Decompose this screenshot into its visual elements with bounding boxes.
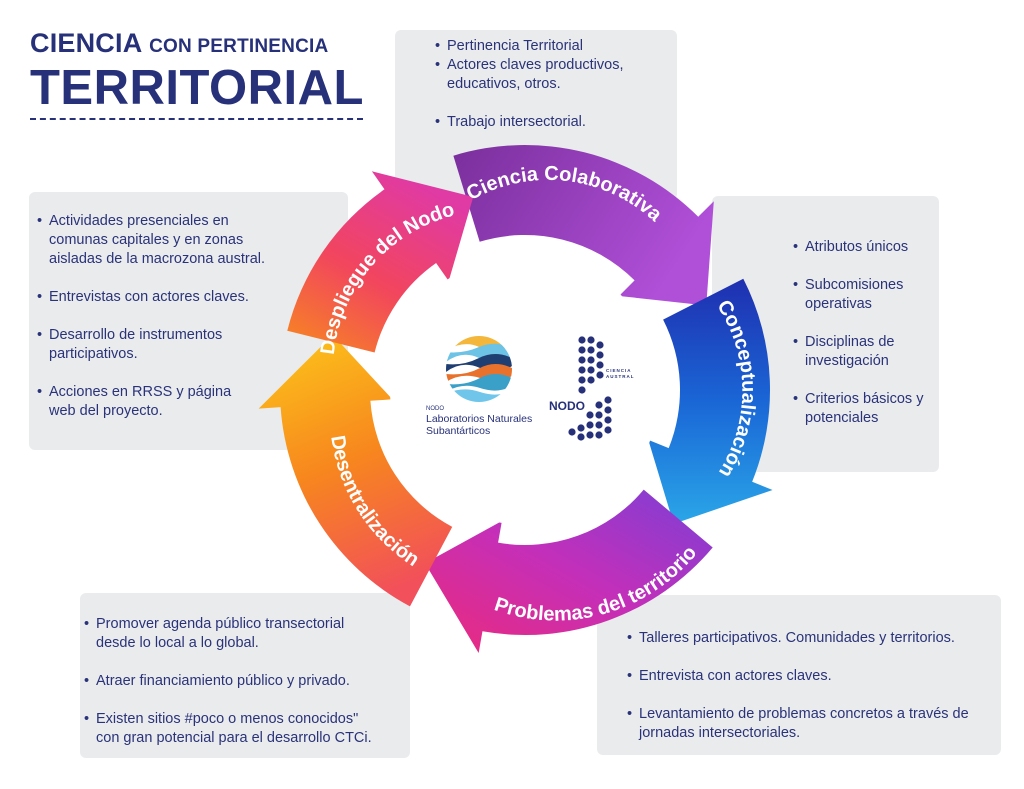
box-left-item: Entrevistas con actores claves. xyxy=(37,288,272,307)
logo-dot xyxy=(578,336,586,344)
logo-dot xyxy=(595,401,603,409)
logo-dot xyxy=(578,386,586,394)
box-bl-item: Existen sitios #poco o menos conocidos" … xyxy=(84,710,384,748)
logo-dot xyxy=(578,346,586,354)
title-ciencia: CIENCIA xyxy=(30,28,142,58)
title-line-1: CIENCIA CON PERTINENCIA xyxy=(30,28,370,62)
logo-dot xyxy=(586,421,594,429)
logo-dot xyxy=(586,411,594,419)
logo-dot xyxy=(578,366,586,374)
info-box-bottom-right: Talleres participativos. Comunidades y t… xyxy=(597,595,1001,755)
logo-dot xyxy=(596,371,604,379)
logo-dot xyxy=(578,376,586,384)
arrow-problemas-del-territorio xyxy=(425,489,713,653)
arrow-conceptualizacion xyxy=(648,278,773,524)
logo-dot xyxy=(578,356,586,364)
logo-lab-line1: Laboratorios Naturales xyxy=(426,413,532,425)
logo-nodo-small: NODO xyxy=(426,406,444,412)
logo-dot xyxy=(568,428,576,436)
logo-ciencia: CIENCIA xyxy=(606,368,632,373)
box-left-item: Desarrollo de instrumentos participativo… xyxy=(37,326,249,364)
box-br-item: Entrevista con actores claves. xyxy=(627,667,992,686)
logo-dot xyxy=(587,366,595,374)
logo-dot xyxy=(595,431,603,439)
logo-nodo-word: NODO xyxy=(549,399,585,413)
box-bl-item: Promover agenda público transectorial de… xyxy=(84,615,384,653)
box-right-item: Atributos únicos xyxy=(793,238,928,257)
logo-austral: AUSTRAL xyxy=(606,374,635,379)
logo-dot xyxy=(577,424,585,432)
logo-dot xyxy=(587,356,595,364)
logo-dot xyxy=(596,361,604,369)
logo-dot xyxy=(604,426,612,434)
logo-dot xyxy=(595,411,603,419)
arrow-desentralizacion xyxy=(258,334,453,607)
title-dashed-rule xyxy=(30,118,363,120)
box-br-item: Levantamiento de problemas concretos a t… xyxy=(627,705,992,743)
box-top-item: Actores claves productivos, educativos, … xyxy=(435,56,677,94)
box-top-item: Pertinencia Territorial xyxy=(435,37,677,56)
title-con-pertinencia: CON PERTINENCIA xyxy=(149,36,329,57)
box-right-item: Subcomisiones operativas xyxy=(793,276,928,314)
logo-dot xyxy=(577,433,585,441)
logo-dot xyxy=(604,396,612,404)
box-br-item: Talleres participativos. Comunidades y t… xyxy=(627,629,992,648)
title-territorial: TERRITORIAL xyxy=(30,61,364,115)
logo-dot xyxy=(587,376,595,384)
laboratorios-logo-icon xyxy=(446,336,512,402)
nodo-ciencia-austral-logo-icon xyxy=(568,336,612,441)
box-right-item: Disciplinas de investigación xyxy=(793,333,928,371)
logo-dot xyxy=(586,431,594,439)
box-bl-item: Atraer financiamiento público y privado. xyxy=(84,672,384,691)
cycle-arrows xyxy=(258,145,773,653)
arrow-despliegue-del-nodo xyxy=(287,171,474,353)
logo-dot xyxy=(596,351,604,359)
logo-dot xyxy=(595,421,603,429)
arrow-ciencia-colaborativa xyxy=(453,145,714,306)
logo-dot xyxy=(596,341,604,349)
logo-lab-line2: Subantárticos xyxy=(426,425,490,437)
logo-dot xyxy=(587,336,595,344)
logo-dot xyxy=(604,416,612,424)
box-left-item: Acciones en RRSS y página web del proyec… xyxy=(37,383,259,421)
box-left-item: Actividades presenciales en comunas capi… xyxy=(37,212,272,269)
info-box-bottom-left: Promover agenda público transectorial de… xyxy=(80,593,410,758)
box-right-item: Criterios básicos y potenciales xyxy=(793,390,928,428)
box-top-item: Trabajo intersectorial. xyxy=(435,113,677,132)
logo-dot xyxy=(604,406,612,414)
title-block: CIENCIA CON PERTINENCIA TERRITORIAL xyxy=(30,28,370,120)
logo-dot xyxy=(587,346,595,354)
center-circle xyxy=(390,255,660,525)
